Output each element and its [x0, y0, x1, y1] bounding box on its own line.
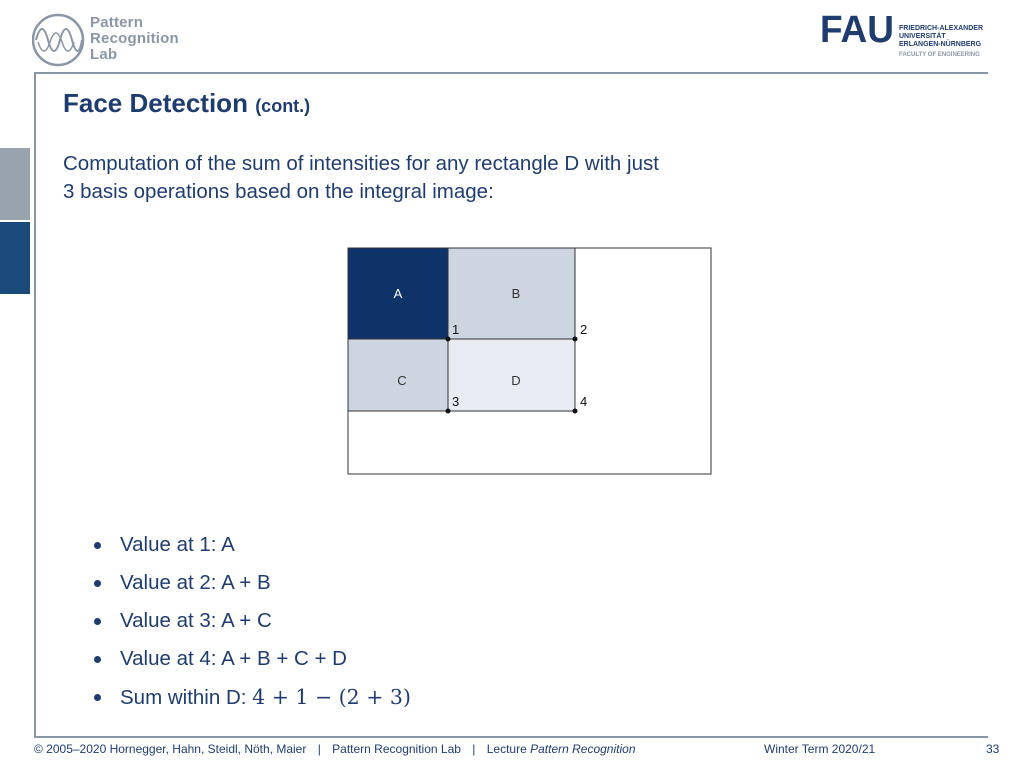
bullet-dot-icon — [94, 656, 101, 663]
footer-lecture-name: Pattern Recognition — [530, 742, 636, 756]
bullet-expr: A — [221, 533, 235, 556]
intro-text: Computation of the sum of intensities fo… — [63, 150, 823, 206]
region-c — [347, 338, 449, 412]
label-c: C — [397, 373, 406, 388]
bullet-dot-icon — [94, 694, 101, 701]
page-number: 33 — [986, 742, 1000, 756]
intro-line-2: 3 basis operations based on the integral… — [63, 180, 494, 203]
bullet-dot-icon — [94, 542, 101, 549]
footer-lecture-prefix: Lecture — [486, 742, 531, 756]
frame-left-line — [34, 72, 36, 736]
side-tab-blue — [0, 222, 30, 294]
bullet-list: Value at 1: A Value at 2: A + B Value at… — [92, 526, 411, 717]
corner-point-4 — [572, 408, 578, 414]
bullet-prefix: Sum within D: — [120, 686, 253, 709]
bullet-expr: 4 + 1 − (2 + 3) — [252, 685, 411, 709]
list-item: Value at 2: A + B — [92, 564, 411, 602]
bullet-prefix: Value at 4: — [120, 647, 222, 670]
fau-line-2: UNIVERSITÄT — [899, 33, 946, 40]
integral-image-diagram: A B C D 1 2 3 4 — [347, 247, 712, 475]
label-b: B — [512, 286, 521, 301]
bullet-prefix: Value at 3: — [120, 609, 222, 632]
slide-title: Face Detection (cont.) — [63, 88, 310, 119]
fau-faculty: FACULTY OF ENGINEERING — [899, 52, 980, 58]
footer-separator: | — [472, 742, 476, 756]
footer-copyright: © 2005–2020 Hornegger, Hahn, Steidl, Nöt… — [34, 742, 307, 756]
intro-line-1: Computation of the sum of intensities fo… — [63, 152, 659, 175]
footer-lab: Pattern Recognition Lab — [332, 742, 461, 756]
logo-line-lab: Lab — [90, 46, 118, 63]
footer-credits: © 2005–2020 Hornegger, Hahn, Steidl, Nöt… — [34, 742, 636, 756]
label-d: D — [511, 373, 520, 388]
region-b — [447, 247, 576, 340]
list-item: Value at 1: A — [92, 526, 411, 564]
point-label-3: 3 — [452, 394, 459, 409]
bullet-dot-icon — [94, 618, 101, 625]
fau-mark-text: FAU — [820, 12, 894, 44]
point-label-2: 2 — [580, 322, 587, 337]
list-item: Value at 3: A + C — [92, 602, 411, 640]
point-label-1: 1 — [452, 322, 459, 337]
footer-separator: | — [317, 742, 321, 756]
corner-point-1 — [445, 336, 451, 342]
bullet-prefix: Value at 1: — [120, 533, 222, 556]
fau-university-name: FRIEDRICH-ALEXANDER UNIVERSITÄT ERLANGEN… — [899, 25, 983, 49]
logo-text: Pattern Recognition Lab — [90, 15, 179, 63]
frame-bottom-line — [34, 736, 988, 738]
fau-logo-mark: FAU — [820, 12, 894, 44]
pattern-recognition-lab-logo — [32, 13, 85, 67]
list-item: Value at 4: A + B + C + D — [92, 640, 411, 678]
slide-title-main: Face Detection — [63, 88, 248, 118]
list-item: Sum within D: 4 + 1 − (2 + 3) — [92, 678, 411, 717]
corner-point-3 — [445, 408, 451, 414]
logo-line-pattern: Pattern — [90, 14, 144, 31]
logo-line-recognition: Recognition — [90, 30, 179, 47]
label-a: A — [394, 286, 403, 301]
point-label-4: 4 — [580, 394, 587, 409]
slide-title-suffix: (cont.) — [255, 96, 311, 116]
bullet-expr: A + B — [221, 571, 271, 594]
bullet-expr: A + B + C + D — [221, 647, 347, 670]
fau-line-3: ERLANGEN-NÜRNBERG — [899, 41, 982, 48]
bullet-expr: A + C — [221, 609, 272, 632]
frame-top-line — [34, 72, 988, 74]
fau-line-1: FRIEDRICH-ALEXANDER — [899, 25, 983, 32]
footer-term: Winter Term 2020/21 — [764, 742, 876, 756]
bullet-prefix: Value at 2: — [120, 571, 222, 594]
bullet-dot-icon — [94, 580, 101, 587]
side-tab-gray — [0, 148, 30, 220]
region-d — [447, 338, 576, 412]
corner-point-2 — [572, 336, 578, 342]
